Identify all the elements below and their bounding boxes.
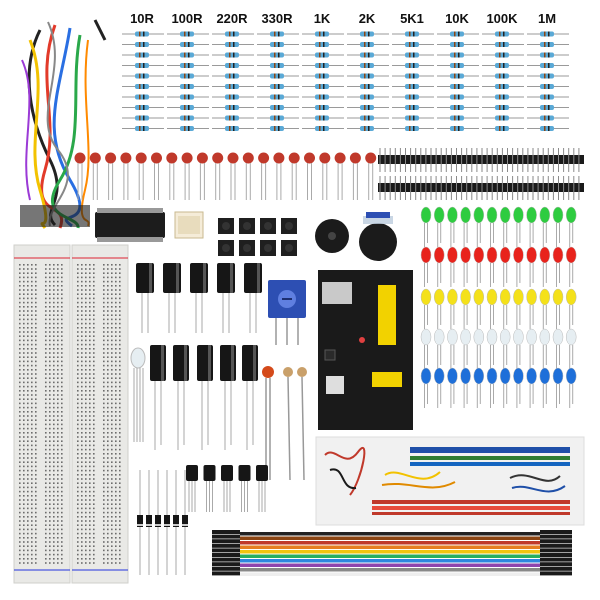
breadboard-right [71,244,129,584]
transistors [186,465,268,512]
photoresistors [262,366,307,481]
resistor-label-100r: 100R [171,11,203,26]
relay [174,211,204,239]
resistor-label-1k: 1K [314,11,331,26]
resistor-label-100k: 100K [486,11,518,26]
resistor-value-labels: 10R 100R 220R 330R 1K 2K 5K1 10K 100K 1M [130,11,556,26]
jumper-wire-bundle [20,19,107,229]
resistor-label-2k: 2K [359,11,376,26]
tactile-switch-group [218,218,297,256]
breadboard-power-supply-module [318,270,413,430]
electrolytic-capacitors [136,263,262,450]
resistor-label-220r: 220R [216,11,248,26]
rgb-led [130,347,146,442]
ic-chip [95,208,165,242]
resistor-label-10r: 10R [130,11,154,26]
breadboard-left [13,244,71,584]
pin-header-strips [378,148,584,200]
buzzer-icon [315,212,397,261]
diodes [137,470,188,575]
resistor-label-1m: 1M [538,11,556,26]
ceramic-capacitor-row [74,152,377,200]
resistor-strips [122,31,569,131]
dupont-ribbon-cable [212,530,572,576]
resistor-label-5k1: 5K1 [400,11,424,26]
breadboard-holes [19,264,121,564]
potentiometer [268,280,306,345]
led-grid [420,206,577,408]
jumper-wire-box [315,436,585,526]
resistor-label-10k: 10K [445,11,469,26]
resistor-label-330r: 330R [261,11,293,26]
